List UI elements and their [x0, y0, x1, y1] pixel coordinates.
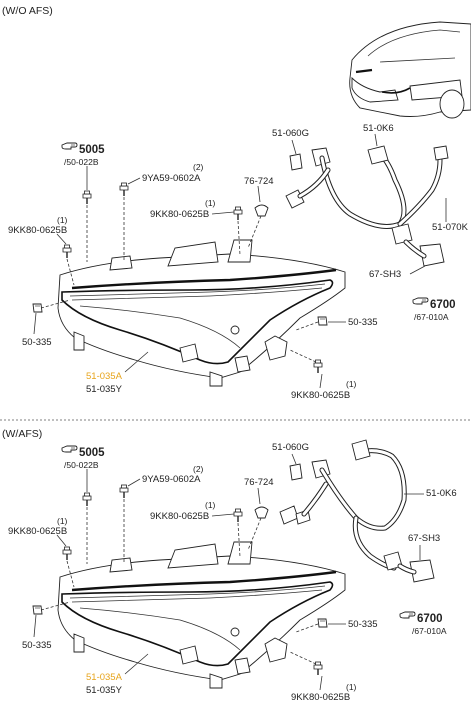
- pointing-hand-icon: [399, 611, 416, 619]
- bolt-icon: [119, 484, 129, 499]
- qty-label: (1): [57, 516, 68, 526]
- qty-label: (1): [205, 198, 216, 208]
- ref-code[interactable]: 5005: [79, 447, 105, 459]
- headlamp-assembly[interactable]: [56, 238, 347, 388]
- part-label-51-035y[interactable]: 51-035Y: [86, 384, 123, 395]
- qty-label: (2): [193, 464, 204, 474]
- section-without-afs: (W/O AFS) 5005 /50-022B 6700 /67-010A (2…: [2, 5, 471, 401]
- part-label-9kk80-left[interactable]: 9KK80-0625B: [8, 526, 67, 537]
- part-label-51-035a[interactable]: 51-035A: [86, 371, 123, 382]
- qty-label: (1): [346, 682, 357, 692]
- module-67-sh3[interactable]: [403, 239, 445, 275]
- bolt-icon: [82, 190, 92, 205]
- ref-6700[interactable]: 6700 /67-010A: [399, 611, 447, 636]
- harness-51-0k6[interactable]: [297, 133, 449, 245]
- qty-label: (2): [193, 162, 204, 172]
- qty-label: (1): [205, 500, 216, 510]
- pointing-hand-icon: [61, 445, 78, 453]
- section-title: (W/O AFS): [2, 5, 53, 17]
- bolt-icon: [233, 206, 243, 221]
- ref-sub[interactable]: /67-010A: [414, 312, 449, 322]
- pointing-hand-icon: [412, 297, 429, 305]
- part-label-51-060g[interactable]: 51-060G: [272, 442, 309, 453]
- headlamp-assembly[interactable]: [56, 540, 347, 690]
- part-label-9ya59[interactable]: 9YA59-0602A: [142, 173, 201, 184]
- part-label-51-060g[interactable]: 51-060G: [272, 128, 309, 139]
- part-label-9ya59[interactable]: 9YA59-0602A: [142, 474, 201, 485]
- part-label-76-724[interactable]: 76-724: [244, 477, 274, 488]
- ref-code[interactable]: 5005: [79, 144, 105, 156]
- part-label-51-070k[interactable]: 51-070K: [432, 222, 469, 233]
- part-label-76-724[interactable]: 76-724: [244, 176, 274, 187]
- part-label-50-335-left[interactable]: 50-335: [22, 640, 52, 651]
- pointing-hand-icon: [61, 142, 78, 150]
- part-label-50-335-right[interactable]: 50-335: [348, 619, 378, 630]
- ref-sub[interactable]: /50-022B: [64, 460, 99, 470]
- ref-6700[interactable]: 6700 /67-010A: [412, 297, 456, 322]
- harness-51-0k6[interactable]: [301, 439, 424, 571]
- clip-icon: [317, 316, 328, 326]
- ref-5005[interactable]: 5005 /50-022B: [61, 445, 105, 470]
- part-label-9kk80-left[interactable]: 9KK80-0625B: [8, 225, 67, 236]
- car-icon: [349, 21, 471, 119]
- part-label-50-335-right[interactable]: 50-335: [348, 317, 378, 328]
- part-label-67-sh3[interactable]: 67-SH3: [369, 269, 401, 280]
- clip-76-724-icon: [254, 204, 269, 217]
- clip-icon: [32, 303, 43, 313]
- part-label-51-035y[interactable]: 51-035Y: [86, 685, 123, 696]
- section-title: (W/AFS): [2, 428, 42, 440]
- part-label-9kk80-bottom[interactable]: 9KK80-0625B: [291, 390, 350, 401]
- ref-sub[interactable]: /50-022B: [64, 157, 99, 167]
- part-label-50-335-left[interactable]: 50-335: [22, 337, 52, 348]
- section-with-afs: (W/AFS) 5005 /50-022B 6700 /67-010A (2) …: [2, 428, 457, 703]
- ref-code[interactable]: 6700: [417, 613, 443, 625]
- bolt-icon: [233, 508, 243, 523]
- bolt-icon: [119, 182, 129, 197]
- part-label-51-035a[interactable]: 51-035A: [86, 672, 123, 683]
- part-label-51-0k6[interactable]: 51-0K6: [426, 488, 457, 499]
- ref-code[interactable]: 6700: [430, 299, 456, 311]
- qty-label: (1): [346, 379, 357, 389]
- clip-icon: [32, 605, 43, 615]
- part-label-9kk80-mid[interactable]: 9KK80-0625B: [150, 209, 209, 220]
- ref-sub[interactable]: /67-010A: [412, 626, 447, 636]
- bolt-icon: [62, 244, 72, 259]
- ref-5005[interactable]: 5005 /50-022B: [61, 142, 105, 167]
- part-label-9kk80-mid[interactable]: 9KK80-0625B: [150, 511, 209, 522]
- part-label-67-sh3[interactable]: 67-SH3: [408, 533, 440, 544]
- clip-76-724-icon: [254, 506, 269, 519]
- module-67-sh3[interactable]: [397, 545, 435, 583]
- qty-label: (1): [57, 215, 68, 225]
- bolt-icon: [62, 546, 72, 561]
- part-label-9kk80-bottom[interactable]: 9KK80-0625B: [291, 692, 350, 703]
- part-label-51-0k6[interactable]: 51-0K6: [363, 123, 394, 134]
- bolt-icon: [82, 492, 92, 507]
- clip-icon: [317, 618, 328, 628]
